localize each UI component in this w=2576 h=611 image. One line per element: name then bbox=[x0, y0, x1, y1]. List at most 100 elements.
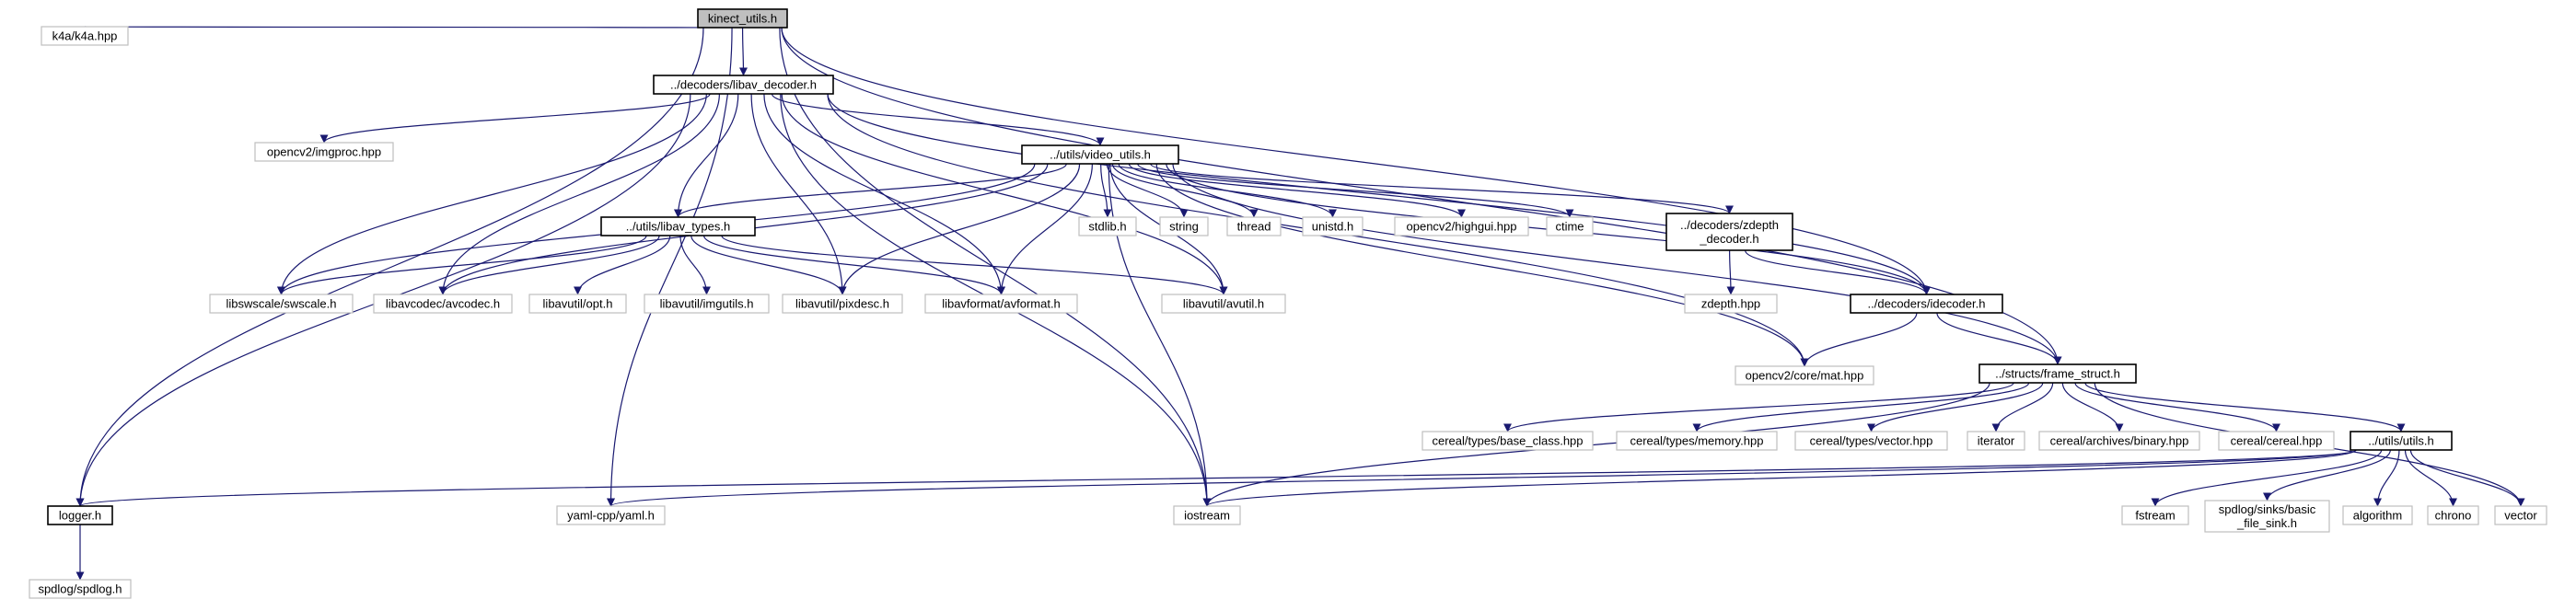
node-cereal-memory: cereal/types/memory.hpp bbox=[1616, 431, 1778, 451]
node-libavutil-avutil: libavutil/avutil.h bbox=[1161, 294, 1286, 314]
node-box bbox=[1159, 216, 1209, 236]
edge-idecoder-to-frame_struct bbox=[1936, 312, 2062, 365]
node-label: libswscale/swscale.h bbox=[226, 297, 337, 311]
node-box bbox=[1794, 431, 1948, 451]
node-box bbox=[254, 142, 394, 162]
node-utils-h[interactable]: ../utils/utils.h bbox=[2350, 431, 2453, 451]
edge-utils_h-to-yaml bbox=[607, 449, 2357, 507]
node-box bbox=[1226, 216, 1282, 236]
node-box bbox=[2038, 431, 2200, 451]
node-box bbox=[2218, 431, 2335, 451]
edge-kinect_utils-to-frame_struct bbox=[781, 27, 2062, 365]
node-box bbox=[1394, 216, 1529, 236]
node-thread: thread bbox=[1226, 216, 1282, 236]
node-box bbox=[373, 294, 513, 314]
edge-video_utils-to-libavformat bbox=[997, 163, 1093, 295]
edge-utils_h-to-chrono bbox=[2404, 449, 2457, 507]
edge-libav_decoder-to-libswscale bbox=[277, 93, 707, 295]
edge-video_utils-to-iostream bbox=[1108, 163, 1212, 507]
node-box bbox=[1967, 431, 2025, 451]
node-vector: vector bbox=[2494, 505, 2547, 525]
node-libav-decoder[interactable]: ../decoders/libav_decoder.h bbox=[653, 75, 834, 95]
edge-libav_decoder-to-video_utils bbox=[771, 93, 1105, 146]
node-label: fstream bbox=[2135, 509, 2175, 523]
node-label: libavformat/avformat.h bbox=[942, 297, 1061, 311]
edge-kinect_utils-to-yaml bbox=[607, 27, 733, 507]
node-box bbox=[644, 294, 770, 314]
node-idecoder[interactable]: ../decoders/idecoder.h bbox=[1850, 294, 2003, 314]
edge-utils_h-to-iostream bbox=[1202, 449, 2357, 507]
node-label: vector bbox=[2504, 509, 2537, 523]
node-yaml: yaml-cpp/yaml.h bbox=[556, 505, 666, 525]
node-opencv-imgproc: opencv2/imgproc.hpp bbox=[254, 142, 394, 162]
edge-utils_h-to-spdlog_sinks bbox=[2263, 449, 2391, 501]
node-box bbox=[556, 505, 666, 525]
node-box bbox=[1735, 365, 1874, 386]
node-label: cereal/types/memory.hpp bbox=[1630, 434, 1764, 448]
node-chrono: chrono bbox=[2427, 505, 2479, 525]
node-opencv-highgui: opencv2/highgui.hpp bbox=[1394, 216, 1529, 236]
node-label: opencv2/imgproc.hpp bbox=[267, 145, 381, 159]
node-label: chrono bbox=[2435, 509, 2472, 523]
edge-frame_struct-to-utils_h bbox=[2084, 382, 2406, 432]
node-label: unistd.h bbox=[1312, 220, 1354, 234]
node-zdepth-decoder[interactable]: ../decoders/zdepth_decoder.h bbox=[1665, 213, 1793, 251]
node-frame-struct[interactable]: ../structs/frame_struct.h bbox=[1978, 363, 2137, 384]
node-label: ctime bbox=[1555, 220, 1584, 234]
node-video-utils[interactable]: ../utils/video_utils.h bbox=[1021, 144, 1179, 165]
node-box bbox=[47, 505, 113, 525]
edge-utils_h-to-logger bbox=[76, 449, 2357, 507]
node-kinect-utils[interactable]: kinect_utils.h bbox=[697, 8, 788, 29]
node-label: libavutil/imgutils.h bbox=[660, 297, 754, 311]
node-logger[interactable]: logger.h bbox=[47, 505, 113, 525]
node-label: k4a/k4a.hpp bbox=[52, 29, 118, 43]
node-box bbox=[528, 294, 627, 314]
node-box bbox=[209, 294, 354, 314]
edge-utils_h-to-fstream bbox=[2151, 449, 2383, 507]
node-box bbox=[41, 26, 129, 46]
node-libav-types[interactable]: ../utils/libav_types.h bbox=[600, 216, 756, 236]
node-libswscale: libswscale/swscale.h bbox=[209, 294, 354, 314]
edge-libav_decoder-to-libavutil_avutil bbox=[781, 93, 1228, 295]
edge-video_utils-to-ctime bbox=[1137, 163, 1574, 218]
edge-kinect_utils-to-idecoder bbox=[781, 27, 1931, 295]
node-spdlog: spdlog/spdlog.h bbox=[29, 579, 132, 599]
node-algorithm: algorithm bbox=[2342, 505, 2413, 525]
node-label: spdlog/spdlog.h bbox=[38, 582, 122, 596]
edge-zdepth_decoder-to-zdepth_hpp bbox=[1726, 249, 1735, 295]
edge-zdepth_decoder-to-idecoder bbox=[1745, 249, 1931, 295]
edge-libav_types-to-libavcodec bbox=[438, 235, 660, 295]
edge-kinect_utils-to-logger bbox=[75, 27, 704, 507]
node-string: string bbox=[1159, 216, 1209, 236]
node-iterator: iterator bbox=[1967, 431, 2025, 451]
node-label: libavutil/avutil.h bbox=[1183, 297, 1264, 311]
node-box bbox=[924, 294, 1078, 314]
node-libavutil-opt: libavutil/opt.h bbox=[528, 294, 627, 314]
node-box bbox=[2121, 505, 2189, 525]
node-libavutil-imgutils: libavutil/imgutils.h bbox=[644, 294, 770, 314]
node-libavutil-pixdesc: libavutil/pixdesc.h bbox=[782, 294, 903, 314]
node-label: iostream bbox=[1184, 509, 1230, 523]
edge-video_utils-to-frame_struct bbox=[1172, 163, 2062, 365]
node-stdlib: stdlib.h bbox=[1078, 216, 1137, 236]
edge-frame_struct-to-iterator bbox=[1991, 382, 2054, 432]
node-cereal-binary: cereal/archives/binary.hpp bbox=[2038, 431, 2200, 451]
edge-frame_struct-to-cereal_binary bbox=[2061, 382, 2124, 432]
node-box bbox=[1421, 431, 1594, 451]
node-label: libavutil/opt.h bbox=[543, 297, 613, 311]
nodes-layer: kinect_utils.h k4a/k4a.hpp ../decoders/lib… bbox=[29, 8, 2547, 599]
edge-video_utils-to-libav_types bbox=[674, 163, 1067, 218]
edge-libav_types-to-libavutil_opt bbox=[574, 235, 671, 295]
node-label: _file_sink.h bbox=[2236, 516, 2297, 530]
edge-frame_struct-to-cereal_base_class bbox=[1503, 382, 2014, 432]
node-box bbox=[1850, 294, 2003, 314]
node-box bbox=[1161, 294, 1286, 314]
node-cereal-base-class: cereal/types/base_class.hpp bbox=[1421, 431, 1594, 451]
edge-libav_decoder-to-libavutil_pixdesc bbox=[750, 93, 847, 295]
node-zdepth-hpp: zdepth.hpp bbox=[1684, 294, 1778, 314]
edge-frame_struct-to-cereal_cereal bbox=[2074, 382, 2280, 432]
node-label: cereal/cereal.hpp bbox=[2231, 434, 2323, 448]
node-label: ../utils/video_utils.h bbox=[1050, 148, 1151, 162]
node-opencv-mat: opencv2/core/mat.hpp bbox=[1735, 365, 1874, 386]
